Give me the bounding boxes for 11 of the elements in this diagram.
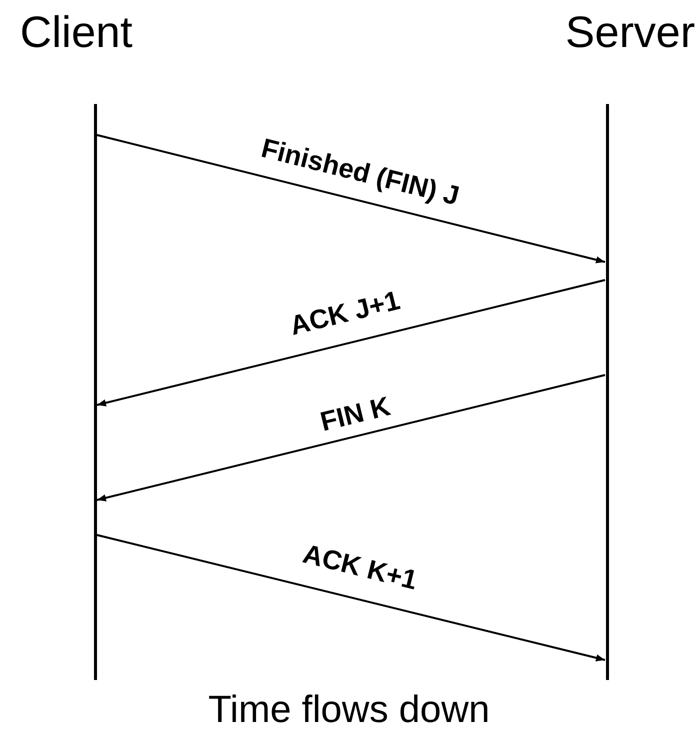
edge-label: Finished (FIN) J [258, 132, 462, 212]
edge-label: ACK J+1 [287, 285, 403, 341]
participant-label: Server [565, 8, 695, 58]
message-arrow [96, 134, 606, 264]
edge-label: FIN K [316, 391, 393, 437]
message-arrow [96, 279, 606, 406]
participant-label: Client [20, 8, 132, 58]
message-arrow [96, 374, 606, 502]
message-arrow [96, 534, 606, 662]
edge-label: ACK K+1 [300, 538, 420, 596]
caption: Time flows down [207, 690, 491, 730]
